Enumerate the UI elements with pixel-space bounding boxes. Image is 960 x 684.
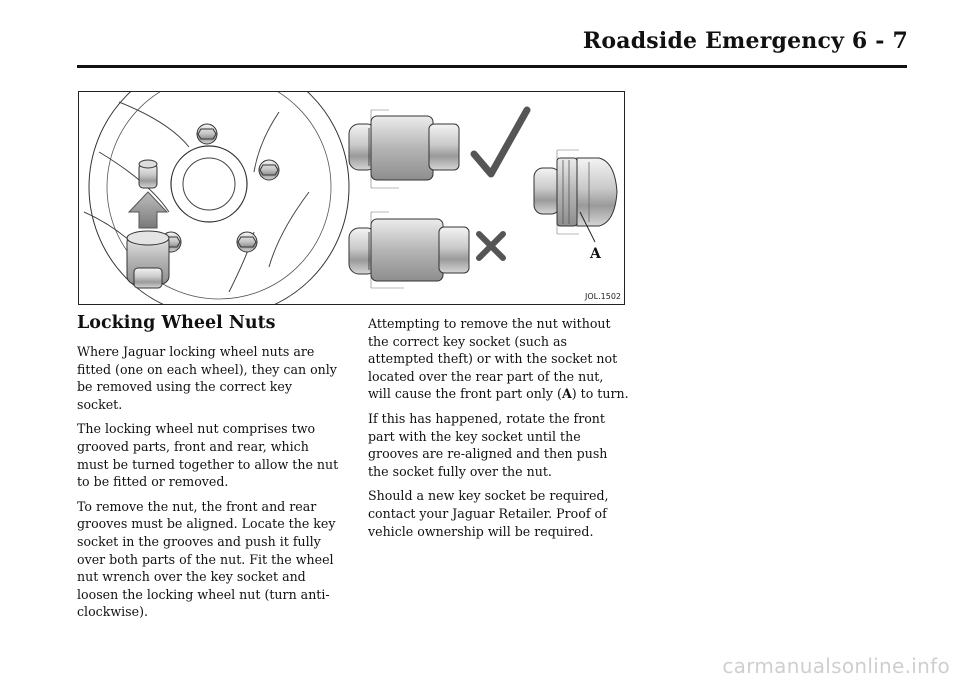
correct-socket-drawing <box>348 109 460 189</box>
push-arrow-icon <box>127 191 169 229</box>
wheel-hub-drawing <box>83 92 350 304</box>
paragraph: Where Jaguar locking wheel nuts are fitt… <box>77 344 337 412</box>
header-rule <box>77 65 907 68</box>
figure-code: JOL.1502 <box>584 292 621 301</box>
figure-illustration: A JOL.1502 <box>83 92 621 304</box>
text-run: ) to turn. <box>571 386 629 402</box>
callout-label-a: A <box>589 246 602 262</box>
callout-reference: A <box>561 386 572 402</box>
wheel-nut <box>236 231 258 253</box>
paragraph: Attempting to remove the nut without the… <box>368 315 630 403</box>
page-header-title: Roadside Emergency 6 - 7 <box>582 28 908 54</box>
wheel-nut <box>196 123 218 145</box>
checkmark-icon <box>470 106 531 178</box>
paragraph: If this has happened, rotate the front p… <box>368 410 608 479</box>
paragraph: The locking wheel nut comprises two groo… <box>77 421 339 490</box>
section-heading: Locking Wheel Nuts <box>77 313 276 333</box>
key-socket <box>126 230 170 289</box>
paragraph: Should a new key socket be required, con… <box>368 488 609 539</box>
text-run: Attempting to remove the nut without the… <box>368 316 618 402</box>
left-column: Locking Wheel Nuts Where Jaguar locking … <box>77 312 339 628</box>
cross-icon <box>476 231 506 261</box>
right-column: Attempting to remove the nut without the… <box>368 315 630 547</box>
wheel-nut <box>258 159 280 181</box>
locking-nut-side-view <box>533 149 618 243</box>
locking-nut <box>138 159 158 189</box>
incorrect-socket-drawing <box>348 211 470 289</box>
paragraph: To remove the nut, the front and rear gr… <box>77 498 336 620</box>
locking-wheel-nut-figure: A JOL.1502 <box>78 91 625 305</box>
watermark: carmanualsonline.info <box>722 654 950 678</box>
